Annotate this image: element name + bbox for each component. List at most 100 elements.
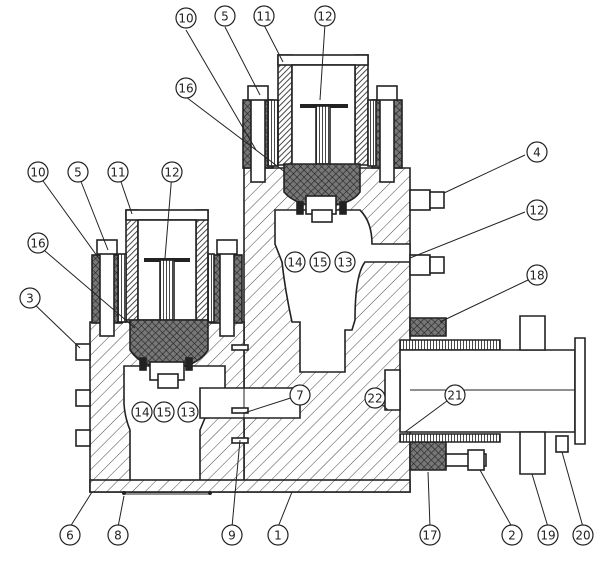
callout-label: 9 [228,529,236,543]
callout-20: 20 [572,524,594,546]
callout-15: 15 [153,401,175,423]
callout-label: 1 [274,529,282,543]
callout-8: 8 [107,524,129,546]
callout-circle [419,524,441,546]
callout-label: 15 [156,406,171,420]
callout-label: 12 [164,166,179,180]
callout-10: 10 [27,161,49,183]
callout-label: 10 [30,166,45,180]
side-bolts [75,189,445,447]
callout-22: 22 [364,387,386,409]
outlet-pipe [384,315,586,475]
callout-4: 4 [526,141,548,163]
callout-label: 14 [287,256,302,270]
callout-circle [19,287,41,309]
callout-label: 6 [66,529,74,543]
lower-valve-bonnet [91,209,243,389]
callout-11: 11 [107,161,129,183]
callout-circle [537,524,559,546]
callout-label: 13 [180,406,195,420]
callout-label: 5 [221,10,229,24]
callout-label: 3 [26,292,34,306]
callout-1: 1 [267,524,289,546]
callout-label: 2 [508,529,516,543]
callout-circle [444,384,466,406]
callout-9: 9 [221,524,243,546]
callout-circle [289,384,311,406]
callout-14: 14 [131,401,153,423]
callout-circle [526,264,548,286]
callout-12: 12 [314,5,336,27]
callout-circle [177,401,199,423]
callout-circle [107,161,129,183]
callout-5: 5 [67,161,89,183]
callout-label: 4 [533,146,541,160]
callout-circle [284,251,306,273]
callout-16: 16 [27,232,49,254]
callout-19: 19 [537,524,559,546]
callout-circle [267,524,289,546]
callout-circle [214,5,236,27]
callout-label: 16 [178,82,193,96]
callout-11: 11 [253,5,275,27]
callout-circle [27,161,49,183]
callout-2: 2 [501,524,523,546]
callout-6: 6 [59,524,81,546]
callout-circle [161,161,183,183]
callout-circle [175,77,197,99]
callout-label: 22 [367,392,382,406]
callout-3: 3 [19,287,41,309]
callout-label: 20 [575,529,590,543]
bottom-plate [89,479,411,495]
callout-13: 13 [334,251,356,273]
valve-body [89,167,411,493]
callout-circle [221,524,243,546]
callout-circle [153,401,175,423]
callout-16: 16 [175,77,197,99]
leader-lines [29,23,584,528]
callout-10: 10 [175,7,197,29]
callout-label: 17 [422,529,437,543]
callout-14: 14 [284,251,306,273]
callout-5: 5 [214,5,236,27]
callout-circle [59,524,81,546]
callout-circle [175,7,197,29]
callout-label: 14 [134,406,149,420]
callout-circle [501,524,523,546]
callout-12: 12 [526,199,548,221]
callout-circle [27,232,49,254]
callout-circle [364,387,386,409]
callout-circle [107,524,129,546]
callout-label: 11 [110,166,125,180]
callout-label: 12 [529,204,544,218]
callout-circle [526,141,548,163]
callout-21: 21 [444,384,466,406]
callout-label: 5 [74,166,82,180]
callout-circle [334,251,356,273]
callout-13: 13 [177,401,199,423]
callout-label: 7 [296,389,304,403]
callout-12: 12 [161,161,183,183]
callout-label: 16 [30,237,45,251]
callout-circle [314,5,336,27]
callout-circle [67,161,89,183]
callout-17: 17 [419,524,441,546]
callout-circle [309,251,331,273]
callout-circle [131,401,153,423]
callout-label: 10 [178,12,193,26]
callout-label: 11 [256,10,271,24]
callout-label: 13 [337,256,352,270]
callout-15: 15 [309,251,331,273]
callout-label: 18 [529,269,544,283]
callout-label: 12 [317,10,332,24]
callout-7: 7 [289,384,311,406]
callout-label: 8 [114,529,122,543]
callout-label: 21 [447,389,462,403]
callout-circle [526,199,548,221]
callout-label: 19 [540,529,555,543]
callout-circle [253,5,275,27]
callout-18: 18 [526,264,548,286]
